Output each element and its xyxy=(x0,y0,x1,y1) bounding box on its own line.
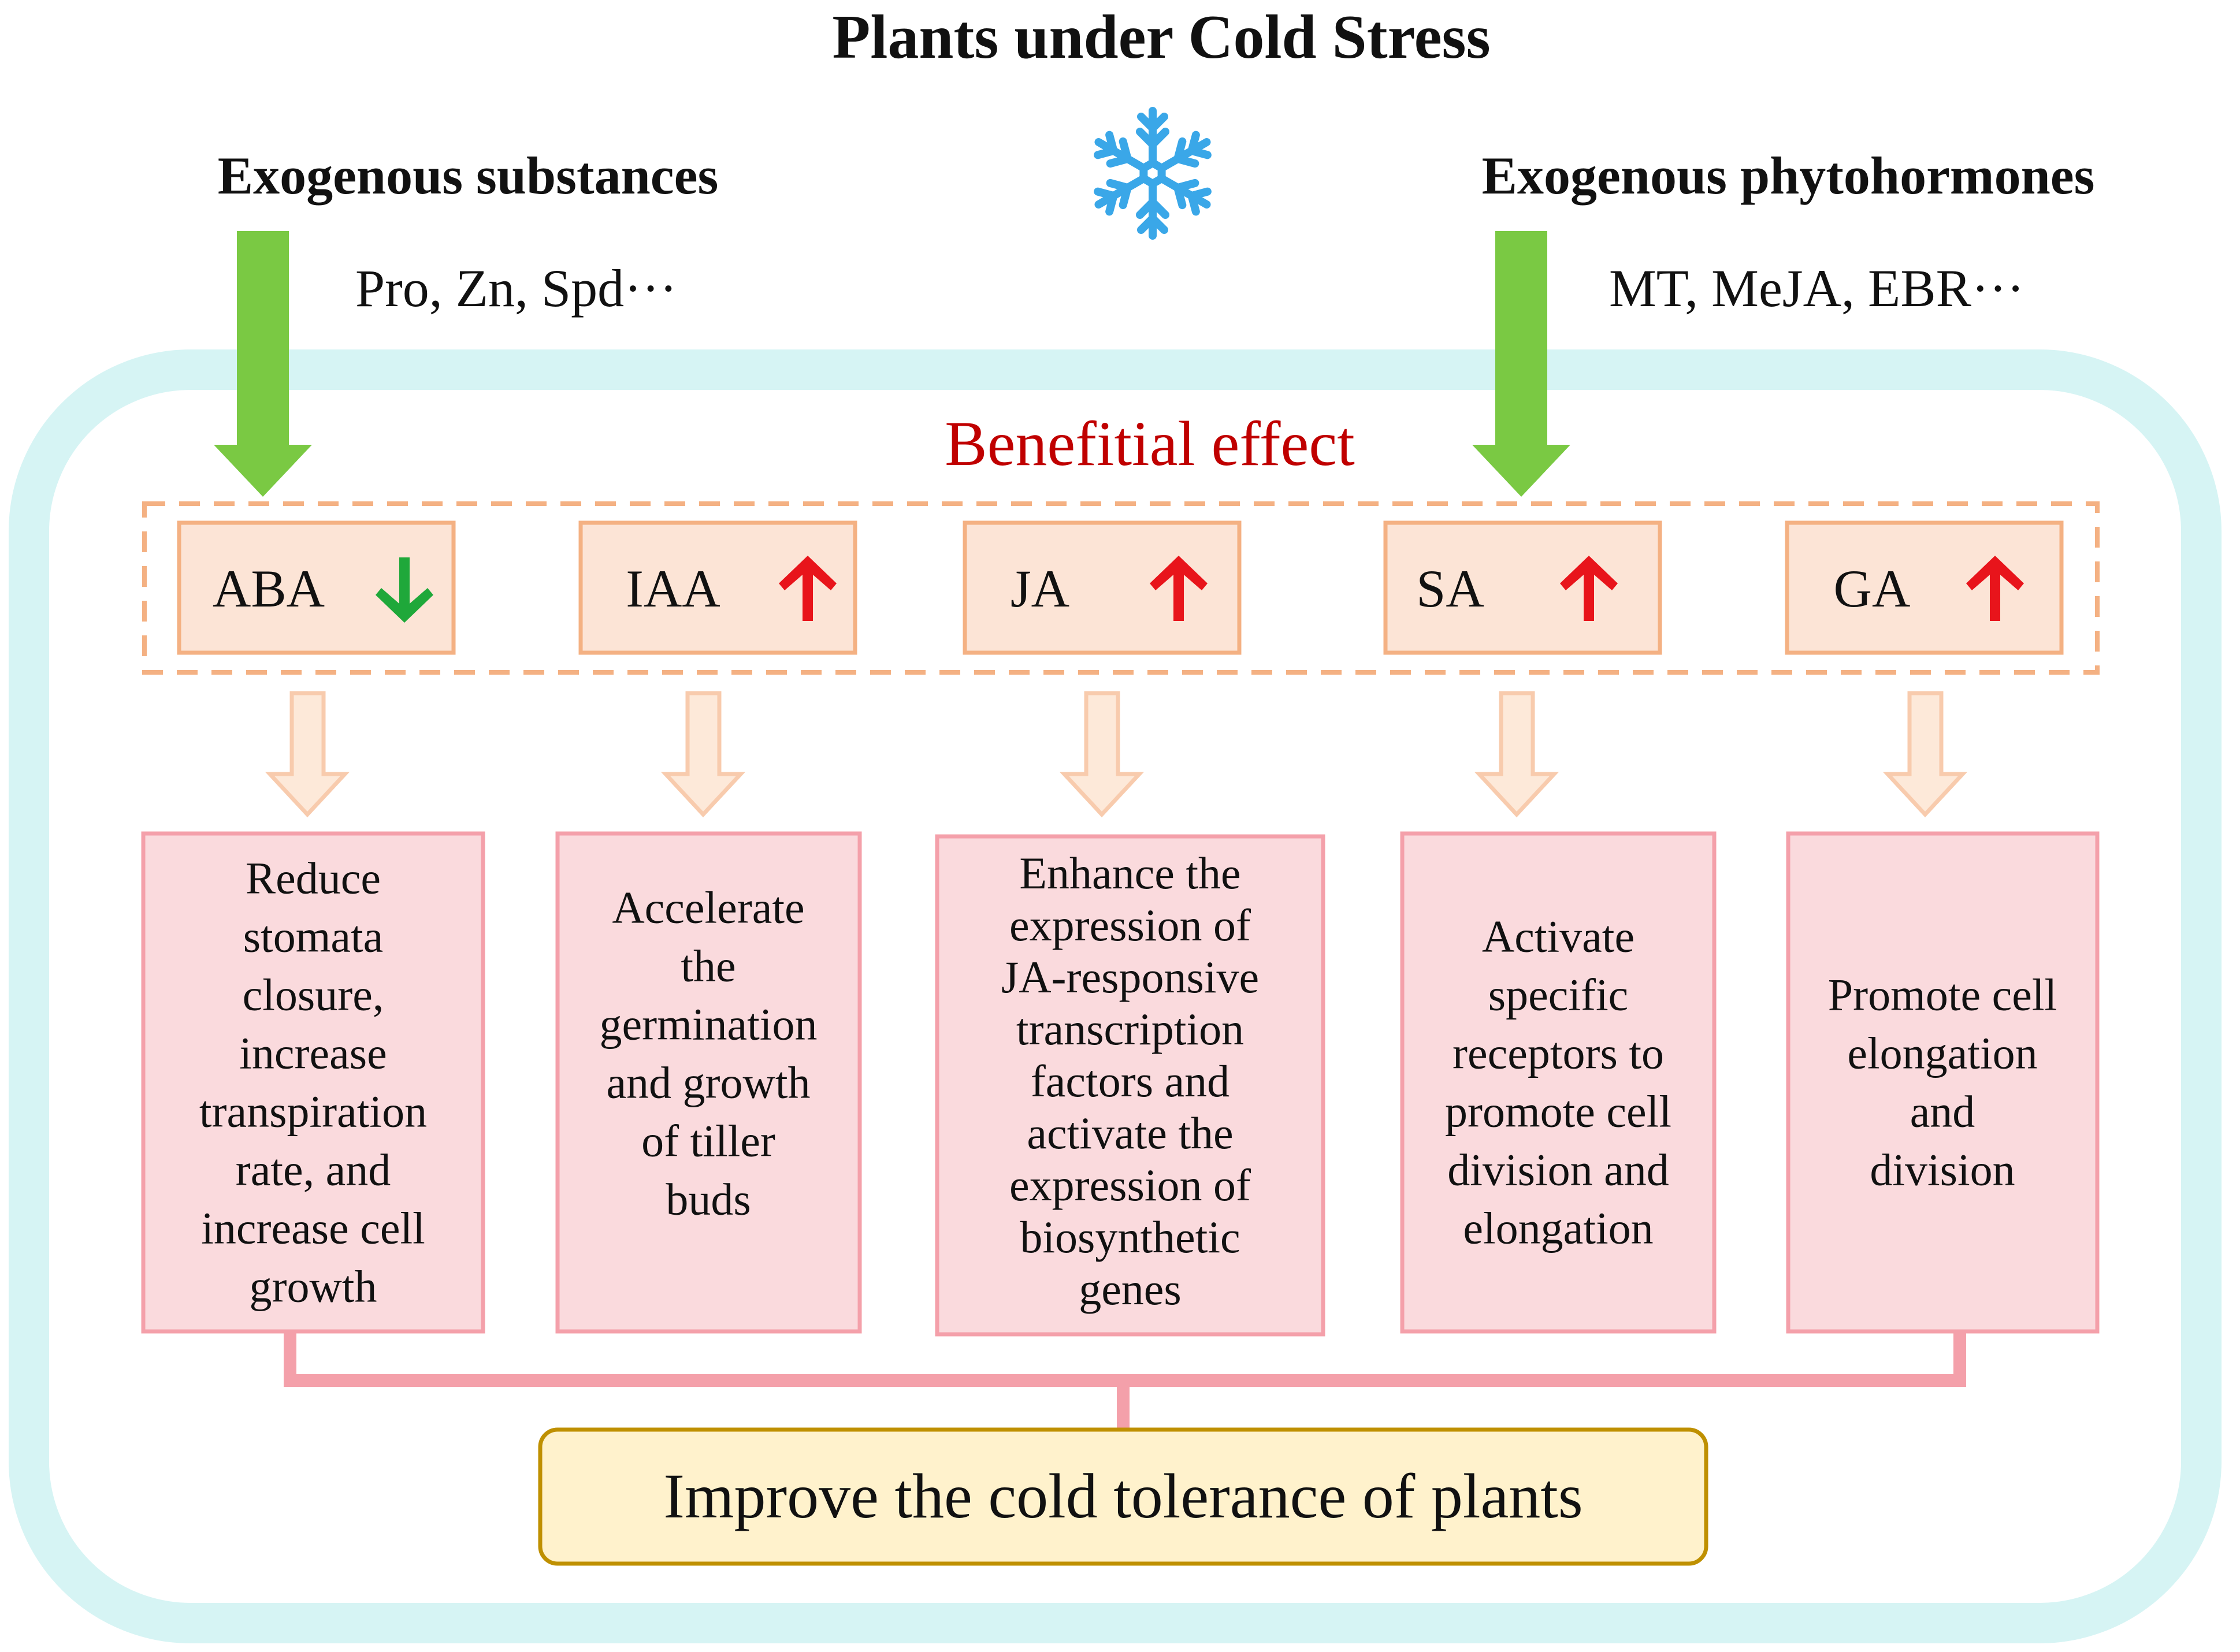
flow-arrow-sa xyxy=(1474,691,1559,818)
result-text: Improve the cold tolerance of plants xyxy=(663,1461,1583,1531)
effect-box-sa: Activate specific receptors to promote cell… xyxy=(1400,831,1717,1334)
hormone-box-aba: ABA xyxy=(177,520,456,655)
arrow-up-icon xyxy=(779,556,837,621)
effect-line: division and xyxy=(1447,1145,1669,1195)
effect-line: growth xyxy=(250,1262,377,1312)
effect-line: expression of xyxy=(1009,900,1251,950)
hormone-label: SA xyxy=(1416,559,1484,618)
effect-box-iaa: Accelerate the germination and growth of til… xyxy=(555,831,862,1334)
hormone-label: ABA xyxy=(213,559,325,618)
effect-line: the xyxy=(681,941,735,991)
effect-line: buds xyxy=(666,1174,751,1225)
arrow-up-icon xyxy=(1150,556,1208,621)
effect-line: receptors to xyxy=(1453,1028,1664,1078)
arrow-down-icon xyxy=(376,557,433,623)
effect-line: germination xyxy=(600,999,818,1050)
effect-line: Enhance the xyxy=(1019,848,1240,898)
result-box xyxy=(538,1427,1708,1566)
effect-box-ga: Promote cell elongation and division xyxy=(1786,831,2100,1334)
effect-line: increase cell xyxy=(201,1203,425,1253)
exogenous-substances-examples: Pro, Zn, Spd··· xyxy=(355,259,677,318)
exogenous-substances-heading: Exogenous substances xyxy=(218,146,719,205)
effect-line: Promote cell xyxy=(1828,970,2057,1020)
outer-frame xyxy=(9,349,2222,1643)
effect-text: Accelerate the germination and growth of til… xyxy=(600,883,818,1225)
effect-line: and xyxy=(1910,1087,1975,1137)
hormone-box-sa: SA xyxy=(1383,520,1662,655)
hormone-box-ga: GA xyxy=(1785,520,2064,655)
exogenous-substances-arrow xyxy=(214,231,312,497)
connector-bracket xyxy=(284,1331,1966,1430)
effect-line: rate, and xyxy=(236,1145,391,1195)
effect-line: Reduce xyxy=(246,853,381,903)
arrow-up-icon xyxy=(1560,556,1618,621)
flow-arrow-ja xyxy=(1059,691,1145,818)
effect-line: expression of xyxy=(1009,1160,1251,1210)
effect-line: division xyxy=(1870,1145,2015,1195)
effect-line: promote cell xyxy=(1445,1087,1671,1137)
snowflake-icon xyxy=(1094,107,1212,240)
effect-line: activate the xyxy=(1027,1108,1233,1158)
effect-text: Reduce stomata closure, increase transpirati… xyxy=(199,853,427,1312)
effect-line: genes xyxy=(1079,1264,1182,1314)
benefitial-effect-label: Benefitial effect xyxy=(945,408,1355,479)
effect-line: Activate xyxy=(1482,911,1635,962)
hormone-label: GA xyxy=(1834,559,1911,618)
hormone-box-iaa: IAA xyxy=(578,520,857,655)
effect-line: transpiration xyxy=(199,1087,427,1137)
exogenous-phytohormones-examples: MT, MeJA, EBR··· xyxy=(1609,259,2024,318)
effect-text: Activate specific receptors to promote cell… xyxy=(1445,911,1671,1253)
hormone-group-frame xyxy=(142,501,2100,675)
exogenous-phytohormones-arrow xyxy=(1472,231,1570,497)
effect-line: transcription xyxy=(1016,1004,1244,1054)
flow-arrow-aba xyxy=(265,691,350,818)
flow-arrow-iaa xyxy=(660,691,746,818)
effect-line: factors and xyxy=(1031,1056,1229,1106)
effect-line: closure, xyxy=(243,970,384,1020)
effect-line: Accelerate xyxy=(612,883,804,933)
effect-line: specific xyxy=(1488,970,1629,1020)
hormone-label: JA xyxy=(1011,559,1069,618)
effect-line: JA-responsive xyxy=(1001,952,1259,1002)
effect-line: biosynthetic xyxy=(1020,1212,1240,1262)
effect-line: and growth xyxy=(606,1058,810,1108)
effect-line: elongation xyxy=(1847,1028,2037,1078)
effect-line: increase xyxy=(239,1028,387,1078)
effect-text: Promote cell elongation and division xyxy=(1828,970,2057,1195)
effect-line: elongation xyxy=(1463,1203,1653,1253)
exogenous-phytohormones-heading: Exogenous phytohormones xyxy=(1482,146,2095,205)
arrow-up-icon xyxy=(1966,556,2024,621)
diagram-title: Plants under Cold Stress xyxy=(832,3,1490,72)
flow-arrow-ga xyxy=(1882,691,1968,818)
hormone-label: IAA xyxy=(626,559,720,618)
effect-line: stomata xyxy=(243,911,384,962)
effect-box-aba: Reduce stomata closure, increase transpirati… xyxy=(141,831,485,1334)
hormone-box-ja: JA xyxy=(963,520,1242,655)
effect-line: of tiller xyxy=(641,1116,775,1166)
